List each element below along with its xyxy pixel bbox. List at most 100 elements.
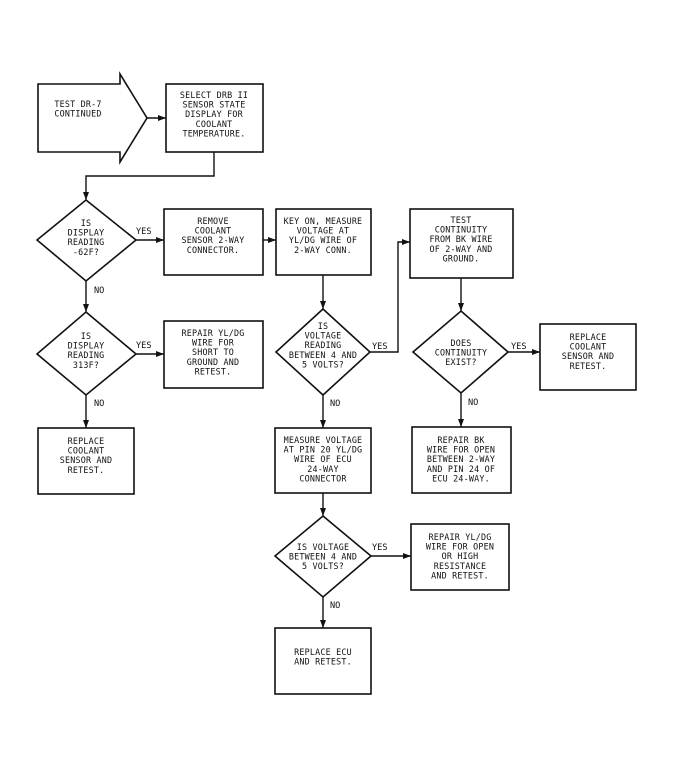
label-line: READING [305,340,342,350]
is-voltage-2-diamond [273,514,373,599]
no-label: NO [94,399,104,409]
label-line: RETEST. [68,465,105,475]
label-line: REPAIR BK [437,435,485,445]
label-line: AND RETEST. [294,657,352,667]
edge-isvolt1-test [370,241,410,353]
label-line: 313F? [73,360,99,370]
no-label: NO [94,286,104,296]
label-line: COOLANT [195,226,232,236]
label-line: CONTINUED [54,109,101,119]
is-voltage-1-diamond [274,307,372,397]
label-line: REPAIR YL/DG [429,532,492,542]
arrowhead [320,420,326,428]
label-line: DISPLAY [68,228,105,238]
label-line: WIRE FOR [192,338,235,348]
start-arrow [37,71,148,165]
label-line: WIRE FOR OPEN [426,542,494,552]
label-line: VOLTAGE AT [297,226,349,236]
yes-label: YES [372,543,388,553]
label-line: EXIST? [445,357,476,367]
label-line: REMOVE [197,216,228,226]
measure-pin20-box [274,427,372,494]
arrowhead [320,301,326,309]
replace-sensor-left-box [37,427,135,495]
label-line: COOLANT [196,119,233,129]
label-line: BETWEEN 2-WAY [427,454,495,464]
no-label: NO [330,399,340,409]
label-line: MEASURE VOLTAGE [284,435,363,445]
arrowhead [458,419,464,427]
label-line: 5 VOLTS? [302,359,344,369]
label-line: -62F? [73,247,99,257]
label-line: AND RETEST. [431,570,489,580]
no-label: NO [468,398,478,408]
label-line: 24-WAY [307,464,338,474]
label-line: OR HIGH [442,551,479,561]
label-line: FROM BK WIRE [430,234,493,244]
label-line: KEY ON, MEASURE [284,216,363,226]
yes-label: YES [136,227,152,237]
label-line: SENSOR 2-WAY [182,235,245,245]
arrowhead [83,420,89,428]
label-line: CONNECTOR [299,473,347,483]
label-line: REPLACE ECU [294,647,352,657]
repair-open-box [410,523,510,591]
label-line: AND PIN 24 OF [427,464,495,474]
label-line: SELECT DRB II [180,90,248,100]
is-display-neg62-diamond [35,198,138,283]
label-line: IS [81,218,91,228]
arrowhead [156,237,164,243]
arrowhead [83,304,89,312]
label-line: TEMPERATURE. [183,128,246,138]
key-on-measure-box [275,208,372,276]
does-continuity-diamond [411,309,510,395]
label-line: DISPLAY [68,341,105,351]
label-line: YL/DG WIRE OF [289,235,357,245]
yes-label: YES [136,341,152,351]
label-line: OF 2-WAY AND [430,244,493,254]
label-line: RETEST. [570,361,607,371]
repair-short-box [163,320,264,389]
test-continuity-box [409,208,514,279]
label-line: COOLANT [68,446,105,456]
label-line: IS [318,321,328,331]
label-line: SENSOR AND [562,351,614,361]
label-line: BETWEEN 4 AND [289,552,357,562]
label-line: TEST [451,215,472,225]
label-line: IS [81,331,91,341]
label-line: SENSOR STATE [183,100,246,110]
yes-label: YES [372,342,388,352]
label-line: CONNECTOR. [187,245,239,255]
label-line: VOLTAGE [305,331,342,341]
arrowhead [402,239,410,245]
label-line: BETWEEN 4 AND [289,350,357,360]
arrowheads [83,115,540,628]
label-line: REPLACE [68,436,105,446]
label-line: GROUND AND [187,357,239,367]
label-line: IS VOLTAGE [297,542,349,552]
label-line: REPAIR YL/DG [182,328,245,338]
label-line: DOES [451,338,472,348]
arrowhead [83,192,89,200]
label-line: COOLANT [570,342,607,352]
shapes [35,71,637,695]
arrowhead [156,351,164,357]
remove-connector-box [163,208,264,276]
label-line: RETEST. [195,366,232,376]
